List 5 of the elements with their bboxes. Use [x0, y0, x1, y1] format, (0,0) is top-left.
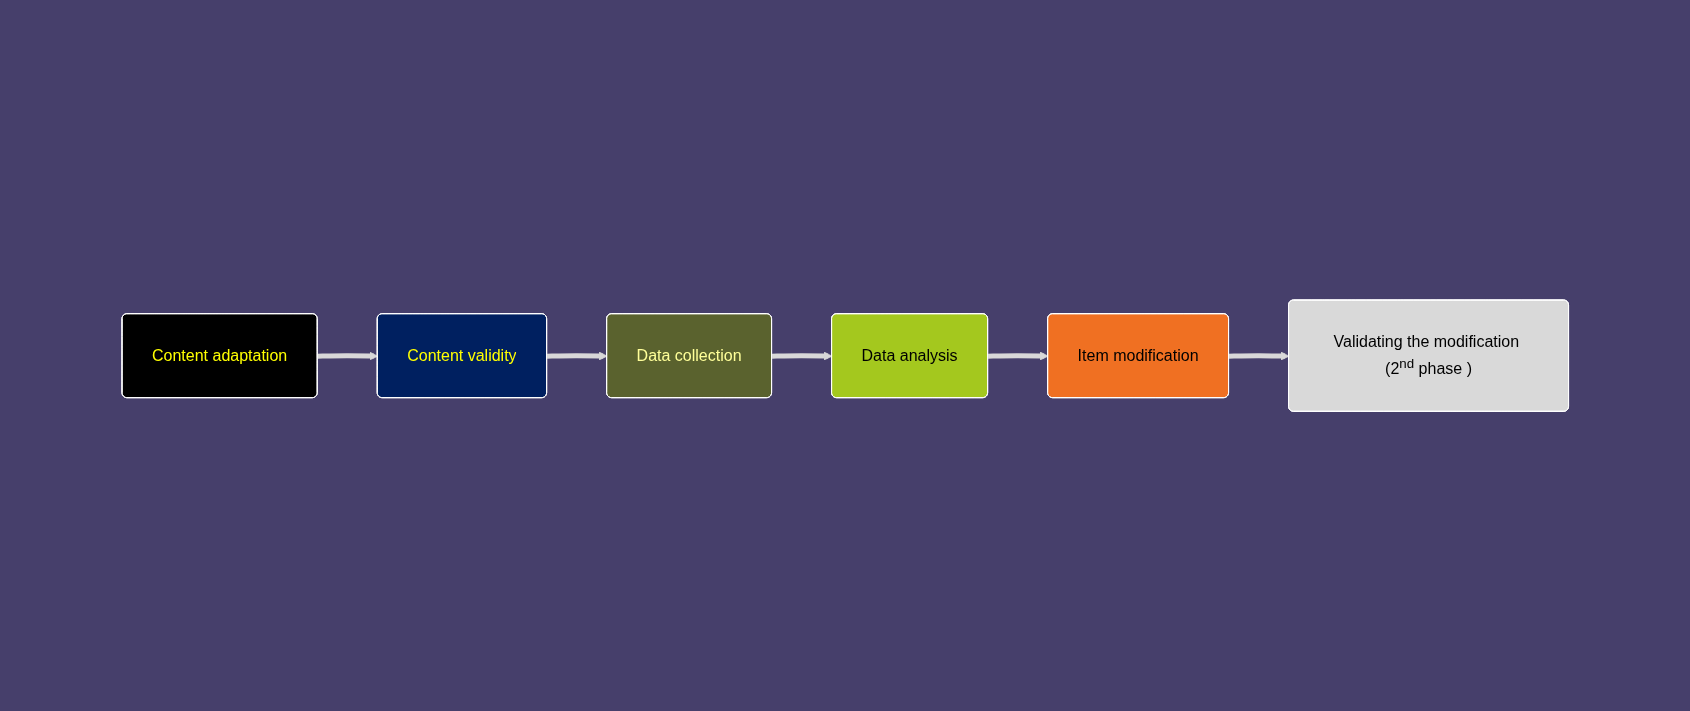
arrow [546, 351, 608, 361]
arrow [1228, 351, 1290, 361]
arrow [987, 351, 1049, 361]
arrow [771, 351, 833, 361]
arrow [317, 351, 378, 361]
